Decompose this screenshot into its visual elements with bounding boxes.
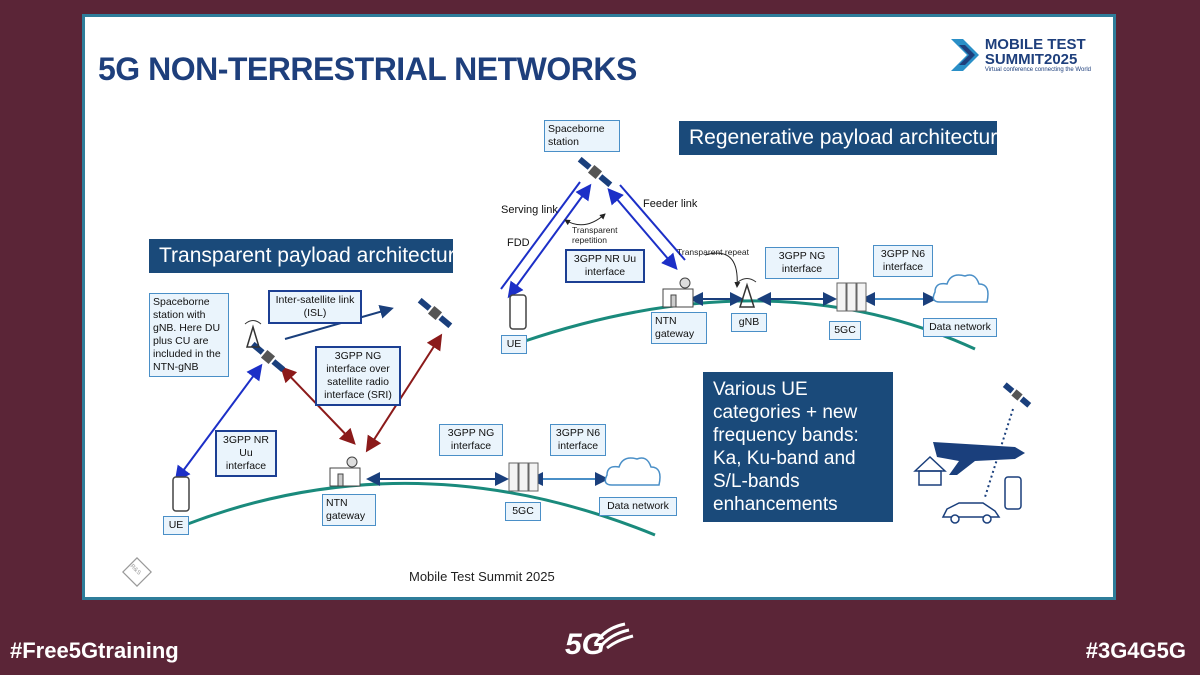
antenna-tower-icon: [244, 320, 262, 348]
satellite-icon: [1002, 382, 1032, 408]
phone-icon: [172, 476, 190, 512]
n6-interface-box: 3GPP N6 interface: [873, 245, 933, 277]
fdd-label: FDD: [507, 237, 530, 249]
spaceborne-station-label: Spaceborne station: [544, 120, 620, 152]
footer-text: Mobile Test Summit 2025: [409, 569, 555, 584]
transparent-repetition-label: Transparent repetition: [572, 225, 618, 245]
transparent-banner: Transparent payload architecture: [149, 239, 453, 273]
gateway-building-icon: [329, 456, 361, 487]
summit-logo-line1: MOBILE TEST: [984, 36, 1086, 53]
data-network-label: Data network: [923, 318, 997, 337]
house-icon: [913, 455, 947, 486]
phone-icon: [509, 294, 527, 330]
ntn-gateway-label: NTN gateway: [651, 312, 707, 344]
ue-label: UE: [501, 335, 527, 354]
ng-sri-box: 3GPP NG interface over satellite radio i…: [315, 346, 401, 406]
chevron-logo-icon: [950, 39, 979, 71]
summit-logo: MOBILE TEST SUMMIT2025 Virtual conferenc…: [950, 36, 1091, 73]
ntn-gateway-label: NTN gateway: [322, 494, 376, 526]
feeder-link-label: Feeder link: [643, 198, 698, 210]
ng-interface-box: 3GPP NG interface: [439, 424, 503, 456]
ng-interface-box: 3GPP NG interface: [765, 247, 839, 279]
ue-categories-illustration: [913, 382, 1032, 524]
nr-uu-interface-box: 3GPP NR Uu interface: [215, 430, 277, 477]
regenerative-banner: Regenerative payload architecture: [679, 121, 997, 155]
slide-title: 5G NON-TERRESTRIAL NETWORKS: [98, 51, 637, 87]
5gc-label: 5GC: [829, 321, 861, 340]
server-rack-icon: [508, 462, 539, 492]
n6-interface-box: 3GPP N6 interface: [550, 424, 606, 456]
transparent-repeat-label: Transparent repeat: [677, 247, 749, 257]
data-network-label: Data network: [599, 497, 677, 516]
ground-curve-transparent: [184, 481, 656, 537]
gateway-building-icon: [662, 277, 694, 308]
ue-categories-box: Various UE categories + new frequency ba…: [703, 372, 893, 522]
ue-label: UE: [163, 516, 189, 535]
5g-logo: 5G: [565, 622, 634, 662]
summit-logo-line2: SUMMIT2025: [984, 51, 1078, 68]
nr-uu-interface-box: 3GPP NR Uu interface: [565, 249, 645, 283]
gnb-label: gNB: [731, 313, 767, 332]
slide: 5G NON-TERRESTRIAL NETWORKS MOBILE TEST …: [82, 14, 1116, 600]
satellite-icon: [577, 156, 613, 188]
phone-icon: [1004, 476, 1022, 510]
5gc-label: 5GC: [505, 502, 541, 521]
cloud-icon: [604, 457, 661, 486]
airplane-icon: [933, 442, 1025, 475]
gnb-tower-icon: [737, 278, 757, 308]
rs-logo-icon: [122, 557, 152, 587]
satellite-icon: [250, 341, 286, 373]
satellite-icon: [417, 297, 453, 329]
hashtag-right: #3G4G5G: [1085, 638, 1186, 663]
ntn-diagram: [122, 156, 1032, 587]
signal-waves-icon: [593, 622, 634, 650]
hashtag-left: #Free5Gtraining: [10, 638, 179, 663]
summit-logo-tagline: Virtual conference connecting the World: [984, 67, 1091, 73]
server-rack-icon: [836, 282, 867, 312]
car-icon: [941, 502, 1001, 524]
spaceborne-gnb-label: Spaceborne station with gNB. Here DU plu…: [149, 293, 229, 377]
serving-link-label: Serving link: [501, 204, 558, 216]
cloud-icon: [932, 274, 989, 303]
isl-box: Inter-satellite link (ISL): [268, 290, 362, 324]
5g-logo-text: 5G: [565, 628, 606, 661]
